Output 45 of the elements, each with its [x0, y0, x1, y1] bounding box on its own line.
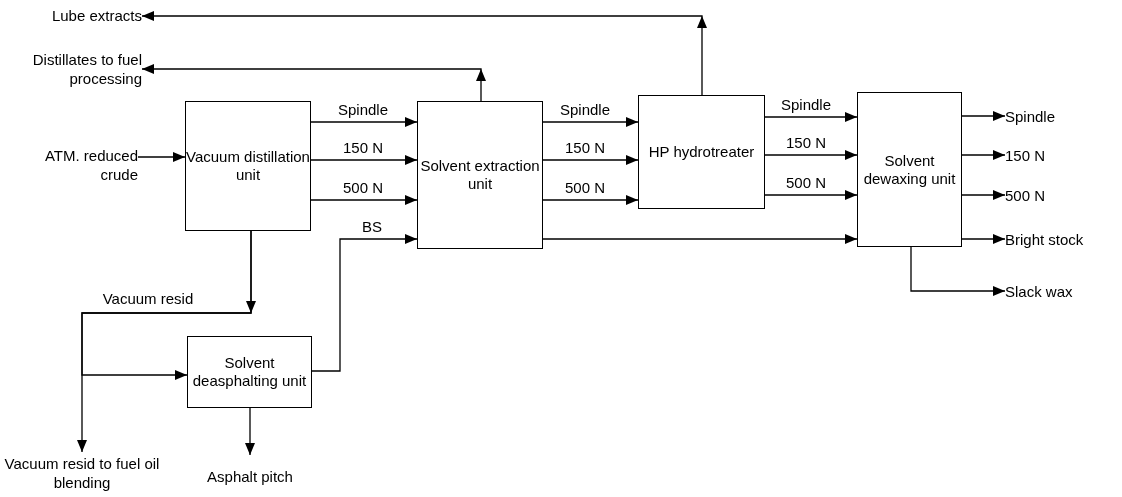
arrow [141, 64, 486, 102]
arrow [542, 195, 639, 205]
stream-name: Bright stock [1005, 229, 1084, 249]
stream-name: Slack wax [1005, 281, 1073, 301]
stream-name: Asphalt pitch [207, 466, 293, 486]
arrow [245, 407, 255, 456]
arrow [77, 230, 252, 453]
process-box [187, 336, 312, 408]
stream-name: ATM. reduced crude [43, 146, 138, 184]
arrow [542, 234, 858, 244]
arrow [961, 111, 1006, 121]
arrow [310, 155, 418, 165]
unit-name: Vacuum distillation unit [186, 148, 310, 184]
arrow [542, 117, 639, 127]
edge-label: Spindle [558, 101, 612, 118]
stream-name: 500 N [1005, 185, 1046, 205]
arrow [910, 246, 1006, 296]
stream-name: Spindle [1005, 106, 1056, 126]
arrow [310, 117, 418, 127]
arrow [141, 11, 707, 96]
process-box [417, 101, 543, 249]
unit-name: Solvent deasphalting unit [191, 354, 308, 390]
stream-name: Lube extracts [51, 5, 142, 25]
arrow [137, 152, 186, 162]
arrow [961, 150, 1006, 160]
unit-name: Solvent extraction unit [419, 157, 541, 193]
edge-label: Spindle [336, 101, 390, 118]
stream-name: 150 N [1005, 145, 1046, 165]
arrow [764, 190, 858, 200]
unit-name: Solvent dewaxing unit [862, 151, 957, 188]
unit-name: HP hydrotreater [648, 143, 755, 161]
stream-name: Distillates to fuel processing [31, 50, 142, 88]
edge-label: Spindle [779, 96, 833, 113]
edge-label: Vacuum resid [100, 290, 196, 307]
arrow [542, 155, 639, 165]
arrow [764, 150, 858, 160]
process-box [638, 95, 765, 209]
arrow [310, 195, 418, 205]
process-box [857, 92, 962, 247]
arrow [764, 112, 858, 122]
arrow [961, 234, 1006, 244]
arrow [961, 190, 1006, 200]
arrow [311, 234, 418, 372]
process-box [185, 101, 311, 231]
stream-name: Vacuum resid to fuel oil blending [4, 454, 160, 492]
